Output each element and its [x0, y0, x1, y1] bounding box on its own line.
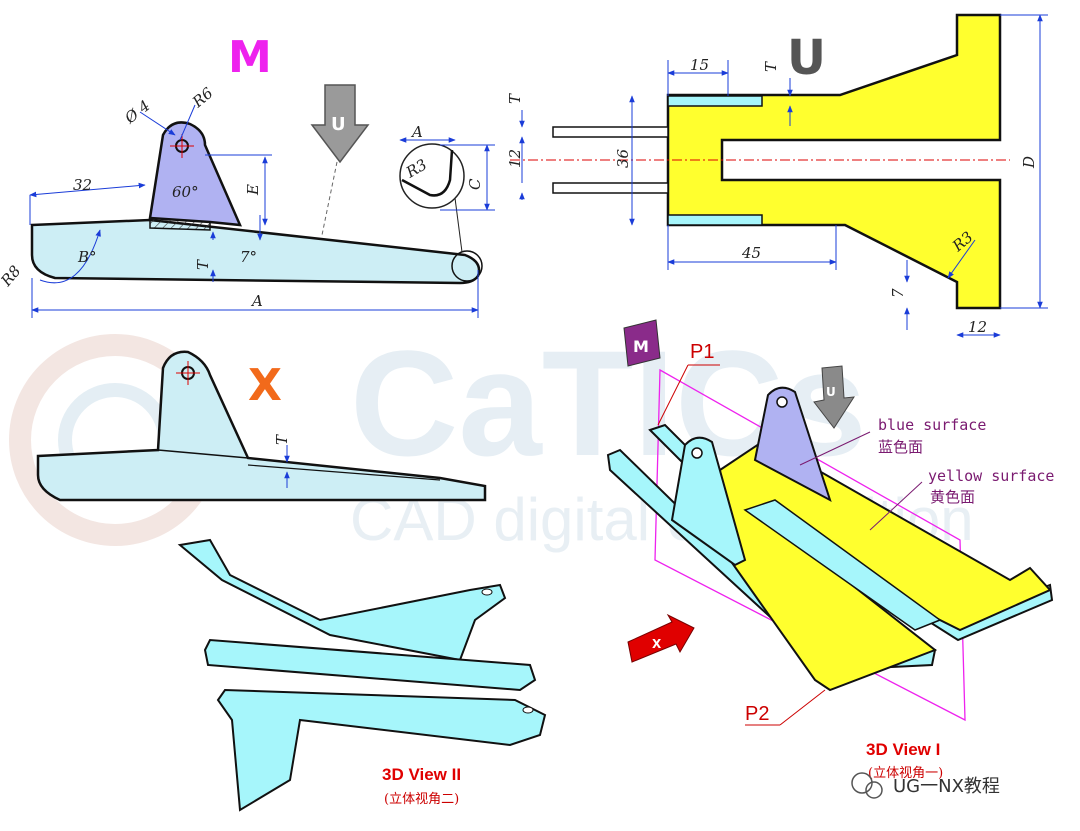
u-yellow-body — [666, 13, 1002, 310]
label-yellow-surface-cn: 黄色面 — [930, 488, 975, 506]
svg-text:U: U — [826, 385, 836, 399]
svg-text:M: M — [633, 337, 649, 356]
view-m-label: M — [228, 32, 272, 83]
caption-view2: 3D View II — [382, 765, 461, 784]
u-dim-12-left: 12 — [506, 149, 524, 168]
label-yellow-surface: yellow surface — [928, 467, 1054, 485]
iso2-lower-part — [216, 688, 547, 812]
svg-text:U: U — [331, 114, 346, 135]
m-base-plate — [30, 218, 481, 285]
x-dim-t: T — [273, 434, 291, 445]
u-dim-45: 45 — [741, 244, 761, 262]
label-p2: P2 — [745, 703, 769, 725]
caption-view2-sub: (立体视角二) — [384, 792, 459, 807]
view-3d-2: 3D View II (立体视角二) — [177, 538, 547, 812]
u-dim-36: 36 — [614, 148, 632, 168]
label-blue-surface: blue surface — [878, 416, 986, 434]
m-dim-r6: R6 — [188, 84, 217, 112]
m-dim-32: 32 — [73, 176, 92, 194]
m-detail-ring — [451, 250, 483, 282]
caption-view1: 3D View I — [866, 740, 940, 759]
u-dim-t-left: T — [506, 93, 524, 104]
view-u: U 15 T T — [506, 13, 1048, 338]
m-dim-t: T — [194, 259, 212, 270]
m-dim-r8: R8 — [0, 262, 24, 290]
x-part-outline — [36, 350, 487, 502]
iso1-blue-tab — [753, 386, 832, 503]
view-m: M — [0, 32, 495, 318]
caption-view1-sub: (立体视角一) — [868, 766, 943, 781]
m-detail-circle — [399, 143, 465, 209]
u-dim-t-top: T — [762, 61, 780, 72]
view-3d-1: M U X P1 P2 blue surface 蓝色面 yellow surf… — [606, 319, 1054, 781]
account-name: UG一NX教程 — [893, 776, 1000, 797]
u-prong-top — [552, 126, 669, 138]
m-dim-60: 60° — [172, 183, 199, 201]
u-prong-bottom — [552, 182, 669, 194]
m-dim-a: A — [250, 292, 263, 310]
label-p1: P1 — [690, 341, 714, 363]
m-dim-c: C — [466, 178, 484, 190]
label-blue-surface-cn: 蓝色面 — [878, 438, 923, 456]
iso1-base-plate — [606, 448, 937, 672]
iso2-upper-part — [177, 538, 507, 662]
marker-m-icon: M — [623, 319, 661, 367]
marker-u-icon: U — [813, 365, 855, 429]
m-dim-a-top: A — [410, 123, 423, 141]
svg-text:X: X — [652, 637, 662, 651]
m-dim-7: 7° — [240, 248, 257, 266]
m-tab — [148, 121, 243, 227]
m-dim-b: B° — [77, 248, 97, 266]
u-direction-arrow: U — [310, 84, 370, 236]
u-tab-bottom — [667, 214, 763, 226]
iso2-middle-plate — [203, 638, 537, 692]
m-dim-dia4: Ø 4 — [121, 97, 154, 128]
m-dim-e: E — [244, 184, 262, 196]
marker-x-icon: X — [627, 613, 695, 663]
u-dim-12-bottom: 12 — [968, 318, 987, 336]
view-u-label: U — [787, 30, 826, 86]
view-x: X T — [36, 350, 487, 502]
account-watermark: UG一NX教程 — [851, 772, 1000, 799]
iso1-cyan-tab — [670, 436, 747, 567]
u-dim-d: D — [1020, 156, 1038, 169]
u-tab-top — [667, 95, 763, 107]
u-dim-15: 15 — [690, 56, 709, 74]
u-dim-7: 7 — [889, 288, 907, 298]
view-x-label: X — [248, 360, 282, 411]
